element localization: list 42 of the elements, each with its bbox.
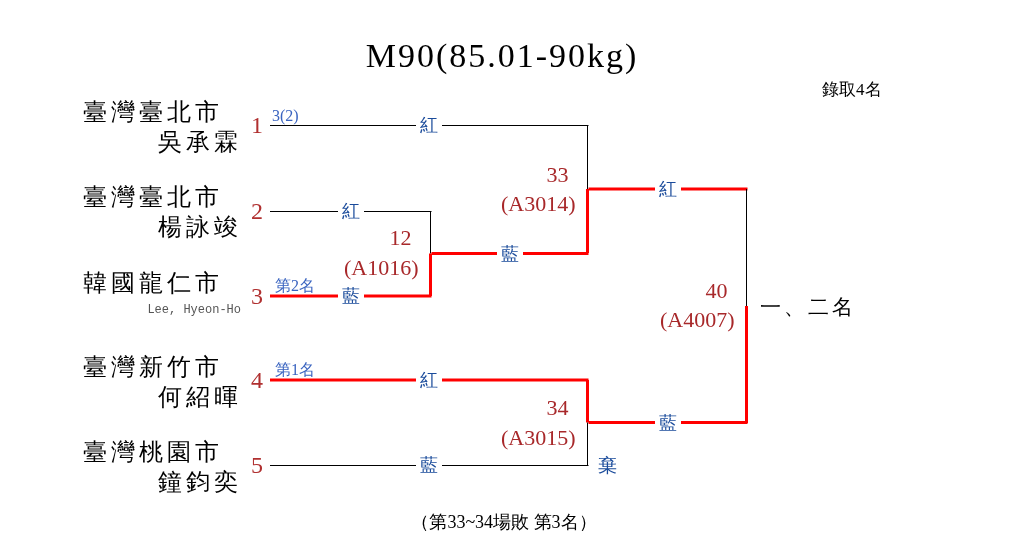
placement-note: 第2名 bbox=[275, 277, 315, 294]
region-label: 臺灣桃園市 bbox=[83, 438, 223, 467]
edge-label: 紅 bbox=[337, 201, 364, 221]
placement-label: 一、二名 bbox=[760, 294, 856, 320]
edge-label: 藍 bbox=[497, 243, 523, 264]
match-number: 40 bbox=[705, 278, 728, 304]
bracket-line bbox=[270, 378, 589, 382]
note-text: 錄取4名 bbox=[822, 80, 882, 100]
edge-label: 藍 bbox=[337, 286, 364, 306]
match-code: (A1016) bbox=[343, 255, 419, 281]
region-label: 臺灣臺北市 bbox=[83, 98, 223, 127]
match-code: (A4007) bbox=[659, 307, 735, 333]
edge-label: 藍 bbox=[655, 412, 681, 433]
title: M90(85.01-90kg) bbox=[365, 36, 639, 76]
edge-label: 紅 bbox=[416, 370, 443, 390]
edge-label: 紅 bbox=[416, 115, 443, 135]
match-number: 12 bbox=[389, 225, 412, 251]
seed-number: 3 bbox=[251, 282, 263, 310]
edge-label: 藍 bbox=[416, 455, 443, 475]
athlete-name: 楊詠竣 bbox=[158, 213, 242, 242]
edge-label: 紅 bbox=[655, 179, 681, 199]
bracket-line bbox=[269, 125, 589, 126]
forfeit-note: 棄 bbox=[598, 455, 617, 477]
seed-number: 2 bbox=[251, 197, 263, 225]
seed-number: 4 bbox=[251, 366, 263, 394]
match-number: 33 bbox=[546, 162, 569, 188]
placement-note: 第1名 bbox=[275, 361, 315, 378]
athlete-name: 吳承霖 bbox=[158, 128, 242, 157]
region-label: 韓國龍仁市 bbox=[83, 269, 223, 298]
athlete-name: 鐘鈞奕 bbox=[158, 468, 242, 497]
region-label: 臺灣臺北市 bbox=[83, 183, 223, 212]
footnote: （第33~34場敗 第3名） bbox=[411, 511, 597, 533]
bracket-line bbox=[269, 465, 589, 466]
athlete-name: 何紹暉 bbox=[158, 383, 242, 412]
athlete-name: Lee, Hyeon-Ho bbox=[147, 302, 241, 318]
match-number: 34 bbox=[546, 395, 569, 421]
match-code: (A3015) bbox=[500, 425, 576, 451]
match-code: (A3014) bbox=[500, 191, 576, 217]
region-label: 臺灣新竹市 bbox=[83, 353, 223, 382]
placement-note: 3(2) bbox=[272, 107, 299, 124]
seed-number: 1 bbox=[251, 111, 263, 139]
seed-number: 5 bbox=[251, 451, 263, 479]
